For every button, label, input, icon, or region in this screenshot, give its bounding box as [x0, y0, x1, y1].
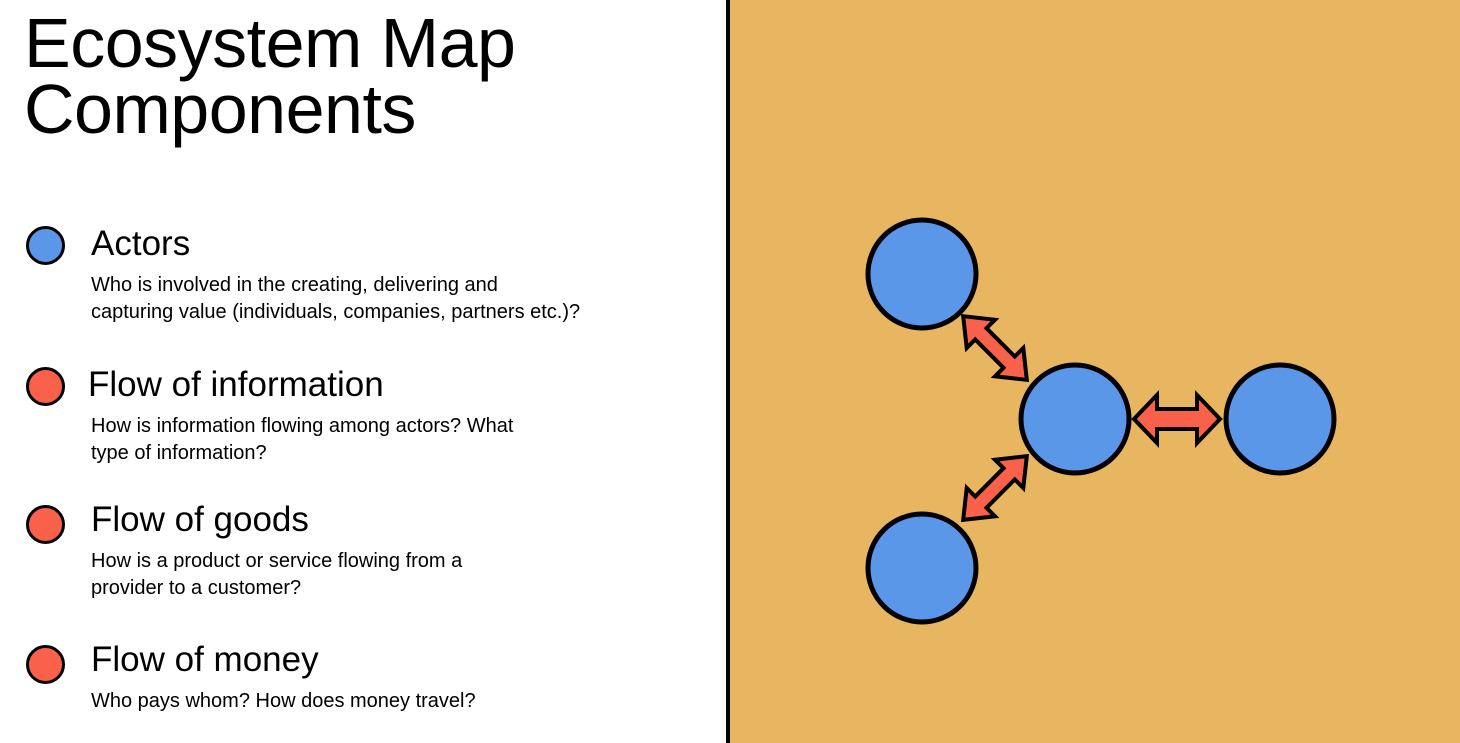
flow-dot-icon: [26, 367, 65, 406]
actor-node-center: [1018, 362, 1132, 476]
flow-dot-icon: [26, 645, 65, 684]
ecosystem-diagram: [730, 0, 1460, 743]
actor-node-right: [1223, 362, 1337, 476]
legend-heading: Flow of money: [91, 640, 319, 679]
legend-description: How is a product or service flowing from…: [91, 550, 463, 599]
actor-node-top: [865, 217, 979, 331]
title-line-2: Components: [24, 70, 416, 148]
title-line-1: Ecosystem Map: [24, 4, 516, 82]
panel-divider: [726, 0, 730, 743]
legend-description: Who pays whom? How does money travel?: [91, 690, 476, 712]
double-arrow-horizontal: [1131, 390, 1223, 448]
legend-description: How is information flowing among actors?…: [91, 415, 514, 464]
flow-dot-icon: [26, 505, 65, 544]
legend-heading: Flow of information: [88, 365, 384, 404]
double-arrow-lower-diagonal: [960, 453, 1030, 523]
page-title: Ecosystem Map Components: [24, 4, 516, 148]
legend-panel: Ecosystem Map Components Actors Who is i…: [0, 0, 726, 743]
double-arrow-upper-diagonal: [960, 313, 1030, 383]
actor-dot-icon: [26, 226, 65, 265]
legend-heading: Flow of goods: [91, 500, 309, 539]
actor-node-bottom: [865, 511, 979, 625]
legend-heading: Actors: [91, 224, 191, 263]
legend-description: Who is involved in the creating, deliver…: [91, 274, 581, 323]
